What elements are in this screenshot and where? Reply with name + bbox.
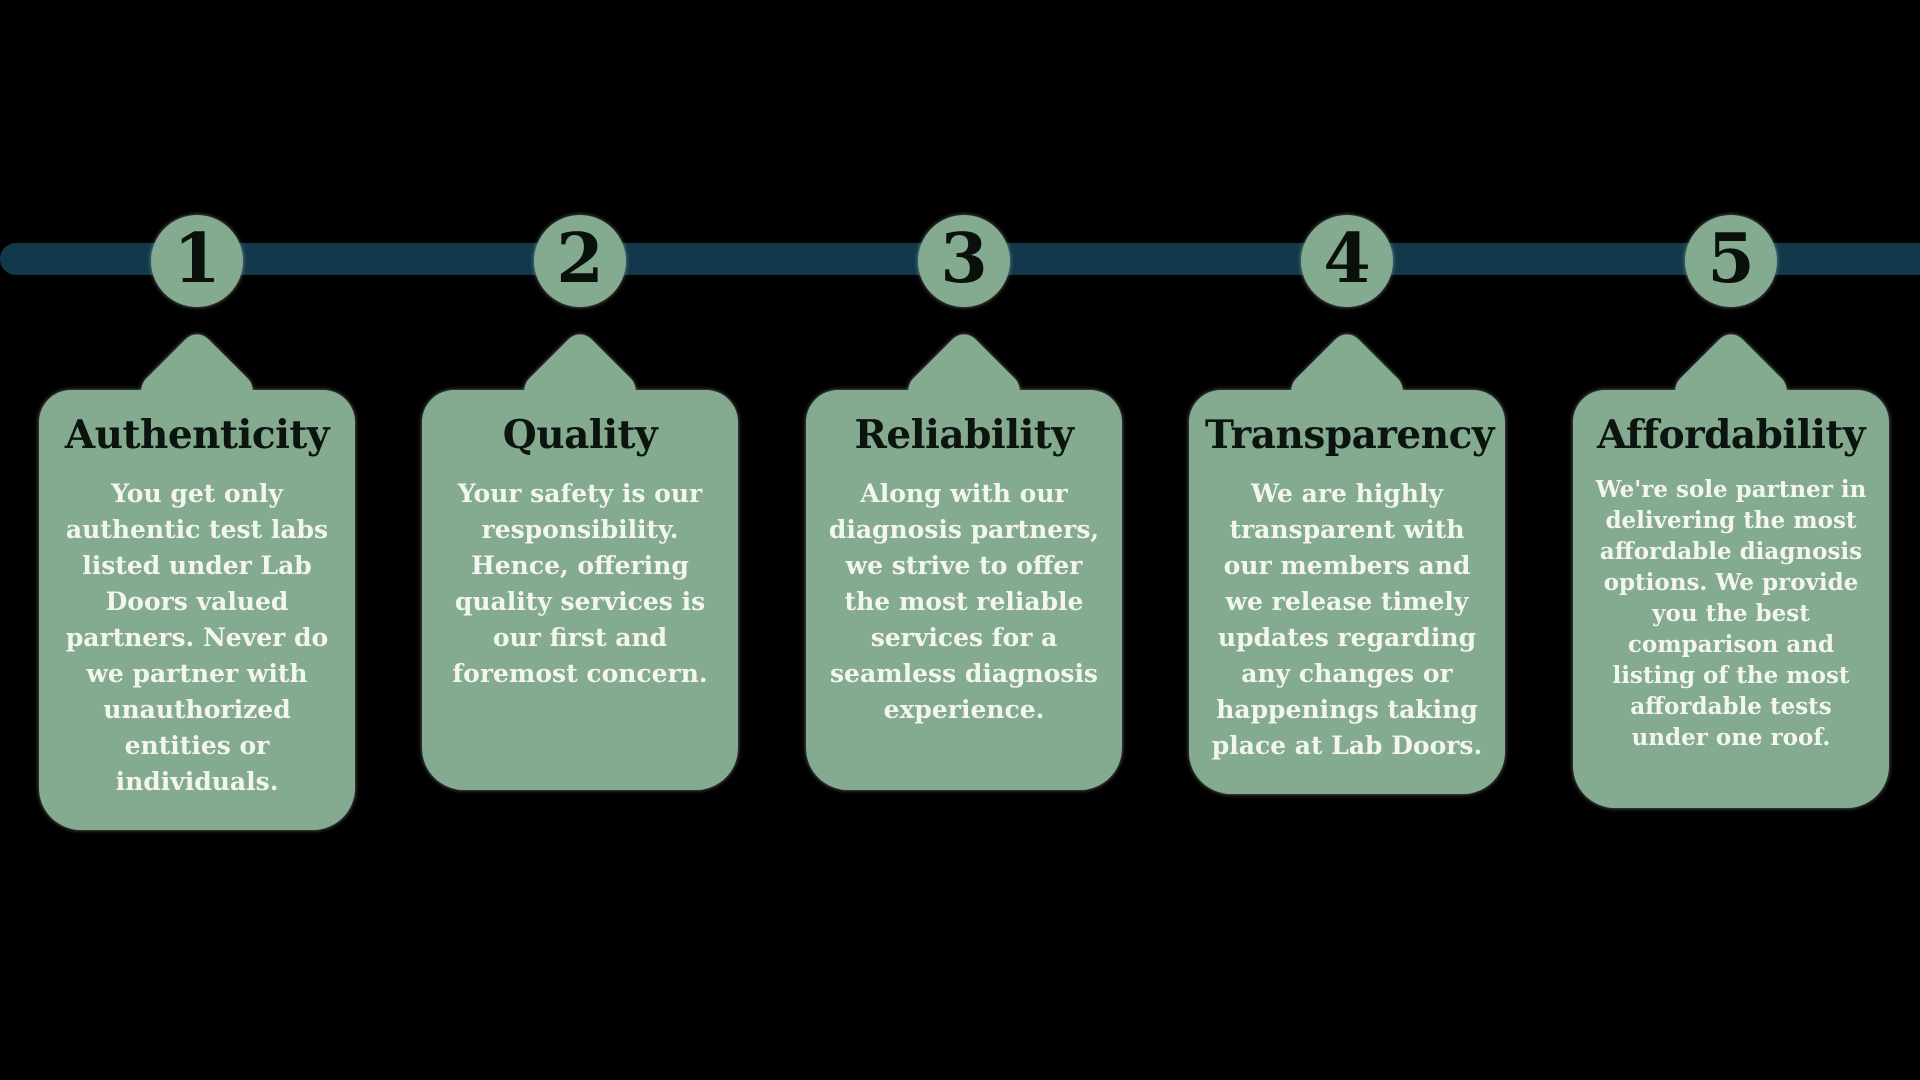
card-description-reliability: Along with our diagnosis partners, we st… bbox=[828, 479, 1100, 724]
value-card-affordability: Affordability We're sole partner in deli… bbox=[1573, 327, 1889, 808]
step-node-5: 5 bbox=[1685, 215, 1777, 307]
value-card-authenticity: Authenticity You get only authentic test… bbox=[39, 327, 355, 830]
step-node-4: 4 bbox=[1301, 215, 1393, 307]
step-node-2: 2 bbox=[534, 215, 626, 307]
card-description-authenticity: You get only authentic test labs listed … bbox=[65, 479, 329, 796]
step-node-1: 1 bbox=[151, 215, 243, 307]
step-number-5: 5 bbox=[1707, 219, 1755, 299]
card-description-transparency: We are highly transparent with our membe… bbox=[1211, 479, 1483, 760]
value-card-reliability: Reliability Along with our diagnosis par… bbox=[806, 327, 1122, 790]
card-title-reliability: Reliability bbox=[854, 412, 1074, 458]
card-title-quality: Quality bbox=[502, 412, 658, 458]
card-title-transparency: Transparency bbox=[1205, 412, 1494, 458]
step-number-1: 1 bbox=[173, 219, 221, 299]
card-title-authenticity: Authenticity bbox=[64, 412, 330, 458]
step-number-4: 4 bbox=[1323, 219, 1371, 299]
step-number-3: 3 bbox=[940, 219, 988, 299]
step-node-3: 3 bbox=[918, 215, 1010, 307]
value-card-quality: Quality Your safety is our responsibilit… bbox=[422, 327, 738, 790]
value-card-transparency: Transparency We are highly transparent w… bbox=[1189, 327, 1505, 794]
step-number-2: 2 bbox=[556, 219, 604, 299]
card-description-affordability: We're sole partner in delivering the mos… bbox=[1595, 476, 1867, 751]
card-description-quality: Your safety is our responsibility. Hence… bbox=[452, 479, 708, 688]
card-title-affordability: Affordability bbox=[1596, 412, 1866, 458]
